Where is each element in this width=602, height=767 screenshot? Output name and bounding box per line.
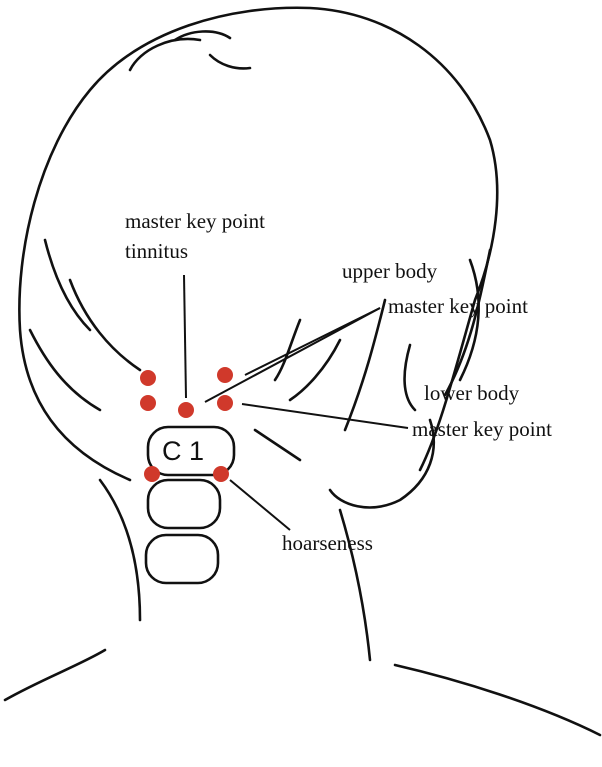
point-left-lower <box>140 395 156 411</box>
vertebra-c1 <box>146 425 236 477</box>
label-lower-body-line2: master key point <box>412 417 552 441</box>
point-right-lower <box>217 395 233 411</box>
point-center <box>178 402 194 418</box>
leader-lines <box>183 274 409 531</box>
leader-upper-body-extra <box>204 307 381 403</box>
vertebra-c3 <box>144 533 220 585</box>
acupoints <box>140 367 233 482</box>
vertebra-c2 <box>146 478 222 530</box>
leader-hoarseness <box>229 479 291 531</box>
label-tinnitus-line2: tinnitus <box>125 239 188 263</box>
point-right-upper <box>217 367 233 383</box>
vertebra-c1-label: C 1 <box>162 436 204 466</box>
label-upper-body-line2: master key point <box>388 294 528 318</box>
label-hoarseness: hoarseness <box>282 531 373 555</box>
label-lower-body-line1: lower body <box>424 381 520 405</box>
point-hoarse-right <box>213 466 229 482</box>
leader-tinnitus <box>183 274 187 399</box>
labels: master key point tinnitus upper body mas… <box>125 209 552 555</box>
point-hoarse-left <box>144 466 160 482</box>
vertebrae: C 1 <box>144 425 236 585</box>
label-tinnitus-line1: master key point <box>125 209 265 233</box>
label-upper-body-line1: upper body <box>342 259 438 283</box>
leader-lower-body <box>241 403 409 429</box>
head-outline <box>3 6 602 737</box>
point-left-upper <box>140 370 156 386</box>
